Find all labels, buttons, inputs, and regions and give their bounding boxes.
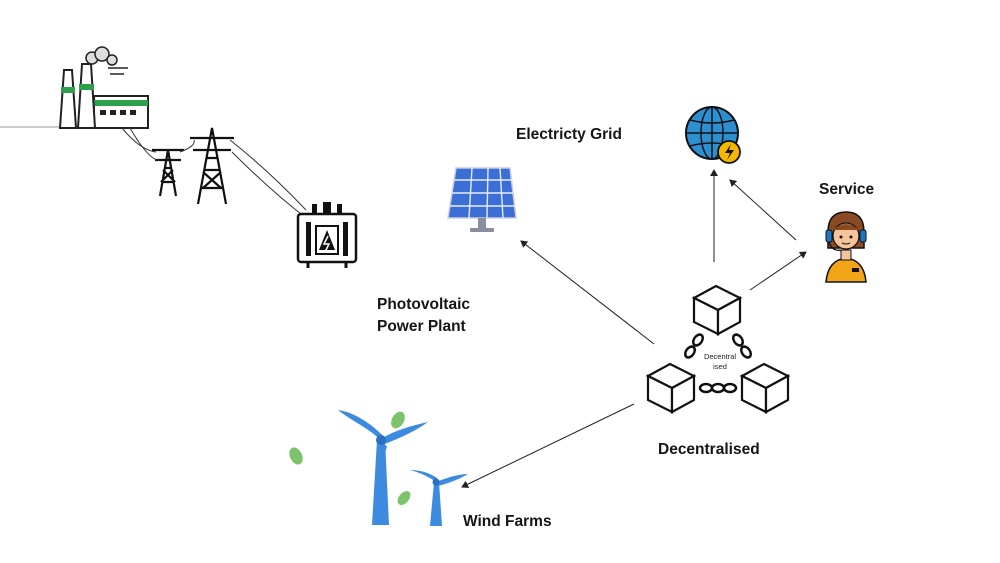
arrow-hub-to-wind: [461, 403, 635, 488]
connection-arrows: [461, 169, 807, 488]
support-agent-icon: [825, 211, 867, 283]
label-service: Service: [819, 181, 875, 198]
wind-turbine-icon: [289, 410, 468, 526]
label-decentralised: Decentralised: [658, 441, 760, 458]
transmission-tower-icon: [152, 127, 234, 205]
arrow-hub-to-solar: [520, 240, 655, 345]
arrow-service-to-grid: [729, 179, 797, 241]
transformer-icon: [296, 202, 358, 268]
power-lines: [121, 127, 307, 219]
hub-center-text: Decentral ised: [690, 352, 750, 372]
cube-left: [645, 362, 697, 414]
cube-top: [691, 284, 743, 336]
label-electricity-grid: Electricty Grid: [516, 126, 622, 143]
blockchain-cubes-icon: [645, 284, 791, 414]
solar-panel-icon: [447, 167, 517, 232]
cube-right: [739, 362, 791, 414]
label-wind-farms: Wind Farms: [463, 513, 552, 530]
label-pv-line2: Power Plant: [377, 318, 466, 335]
arrow-hub-to-service: [749, 251, 807, 291]
hub-text-line1: Decentral: [703, 352, 737, 361]
label-photovoltaic-power-plant: Photovoltaic Power Plant: [377, 294, 470, 338]
factory-icon: [58, 46, 149, 129]
chain-links: [683, 333, 753, 394]
label-pv-line1: Photovoltaic: [377, 296, 471, 313]
globe-lightning-icon: [685, 106, 741, 164]
hub-text-line2: ised: [713, 362, 727, 371]
